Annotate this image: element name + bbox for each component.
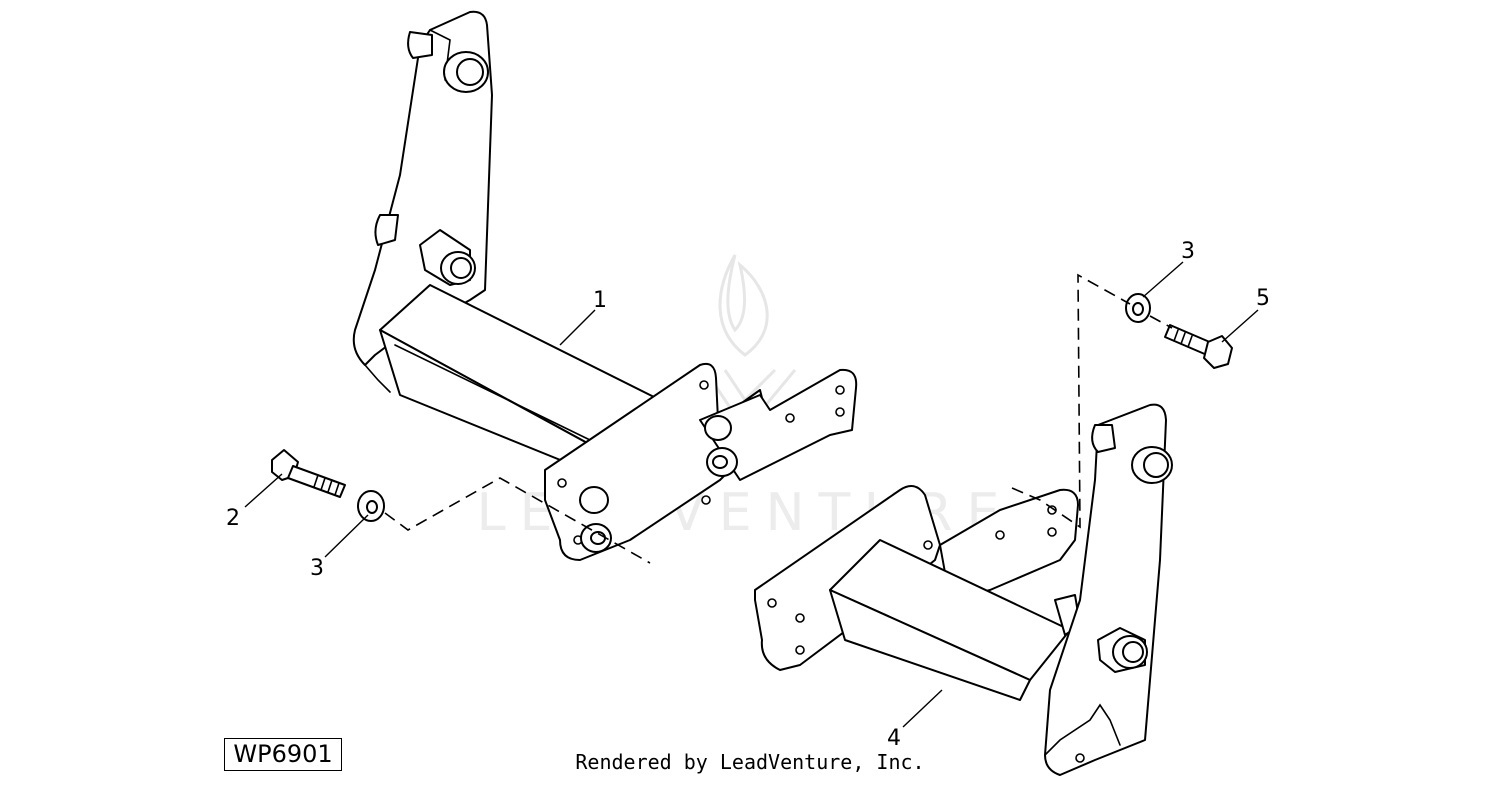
callout-3-left: 3 [310,556,324,581]
callout-1: 1 [593,288,607,313]
part-3-washer-right [1125,293,1151,323]
part-4-mount-bracket [754,403,1173,776]
callout-3-right: 3 [1181,239,1195,264]
callout-leaders [244,261,1259,728]
part-5-bolt [1164,324,1233,369]
callout-5: 5 [1256,286,1270,311]
part-2-bolt [271,449,346,498]
part-3-washer-left [357,490,385,522]
assembly-lines [384,273,1173,564]
reference-code-box: WP6901 [224,738,342,771]
render-credit: Rendered by LeadVenture, Inc. [575,750,925,774]
callout-2: 2 [226,506,240,531]
part-1-mount-bracket [352,10,858,561]
callout-4: 4 [887,726,901,751]
